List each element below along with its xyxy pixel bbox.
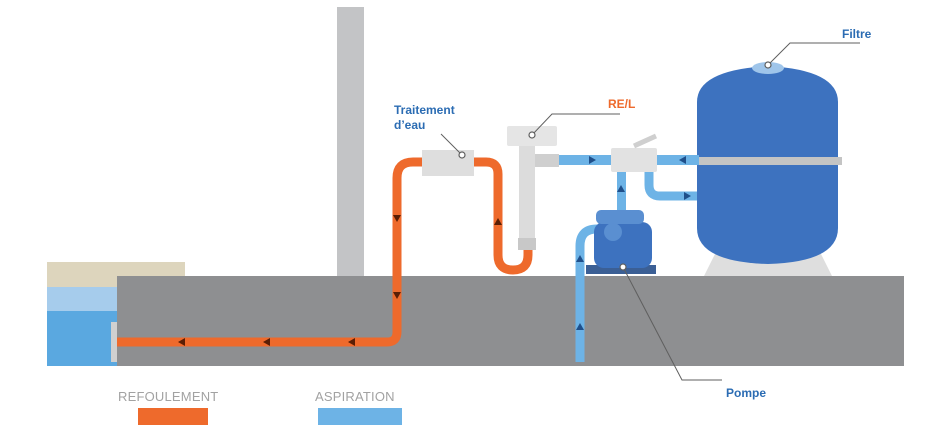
rel-cell	[519, 146, 535, 248]
water-treatment-box	[422, 150, 474, 176]
blue-arrow	[576, 255, 584, 262]
blue-arrow	[684, 192, 691, 200]
legend-swatch-refoulement	[138, 408, 208, 425]
label-traitement-line2: d’eau	[394, 118, 426, 132]
pump-lid	[596, 210, 644, 224]
blue-arrow	[589, 156, 596, 164]
leader-filtre	[767, 42, 860, 66]
orange-arrow	[393, 215, 401, 222]
leader-traitement	[440, 133, 463, 156]
orange-arrow	[348, 338, 355, 346]
legend-label-refoulement: REFOULEMENT	[118, 389, 219, 404]
orange-arrow	[393, 292, 401, 299]
pump-motor-center	[604, 223, 622, 241]
leader-dot-pompe	[619, 263, 627, 271]
pipe-valve-to-filter	[644, 170, 697, 201]
rel-joint	[535, 154, 559, 167]
orange-arrow	[178, 338, 185, 346]
blue-arrow	[617, 185, 625, 192]
blue-arrow	[576, 323, 584, 330]
blue-arrow	[679, 156, 686, 164]
leader-dot-rel	[528, 131, 536, 139]
legend-swatch-aspiration	[318, 408, 402, 425]
wall-column	[337, 7, 364, 277]
label-filtre: Filtre	[842, 27, 872, 41]
return-nozzle	[111, 322, 117, 362]
filter-band	[690, 157, 842, 165]
leader-dot-traitement	[458, 151, 466, 159]
multiport-valve	[611, 148, 657, 172]
pool-water-top	[47, 287, 117, 311]
label-rel: RE/L	[608, 97, 636, 111]
ground	[117, 276, 904, 366]
label-traitement-line1: Traitement	[394, 103, 455, 117]
pump-body	[594, 222, 652, 268]
leader-rel	[531, 113, 620, 136]
pool-water	[47, 311, 117, 366]
refoulement-pipe	[117, 157, 533, 347]
legend-label-aspiration: ASPIRATION	[315, 389, 395, 404]
label-pompe: Pompe	[726, 386, 767, 400]
leader-pompe	[622, 266, 722, 381]
leader-dot-filtre	[764, 61, 772, 69]
valve-handle	[632, 133, 658, 149]
rel-cell-end	[518, 238, 536, 250]
orange-arrow	[263, 338, 270, 346]
orange-arrow	[494, 218, 502, 225]
